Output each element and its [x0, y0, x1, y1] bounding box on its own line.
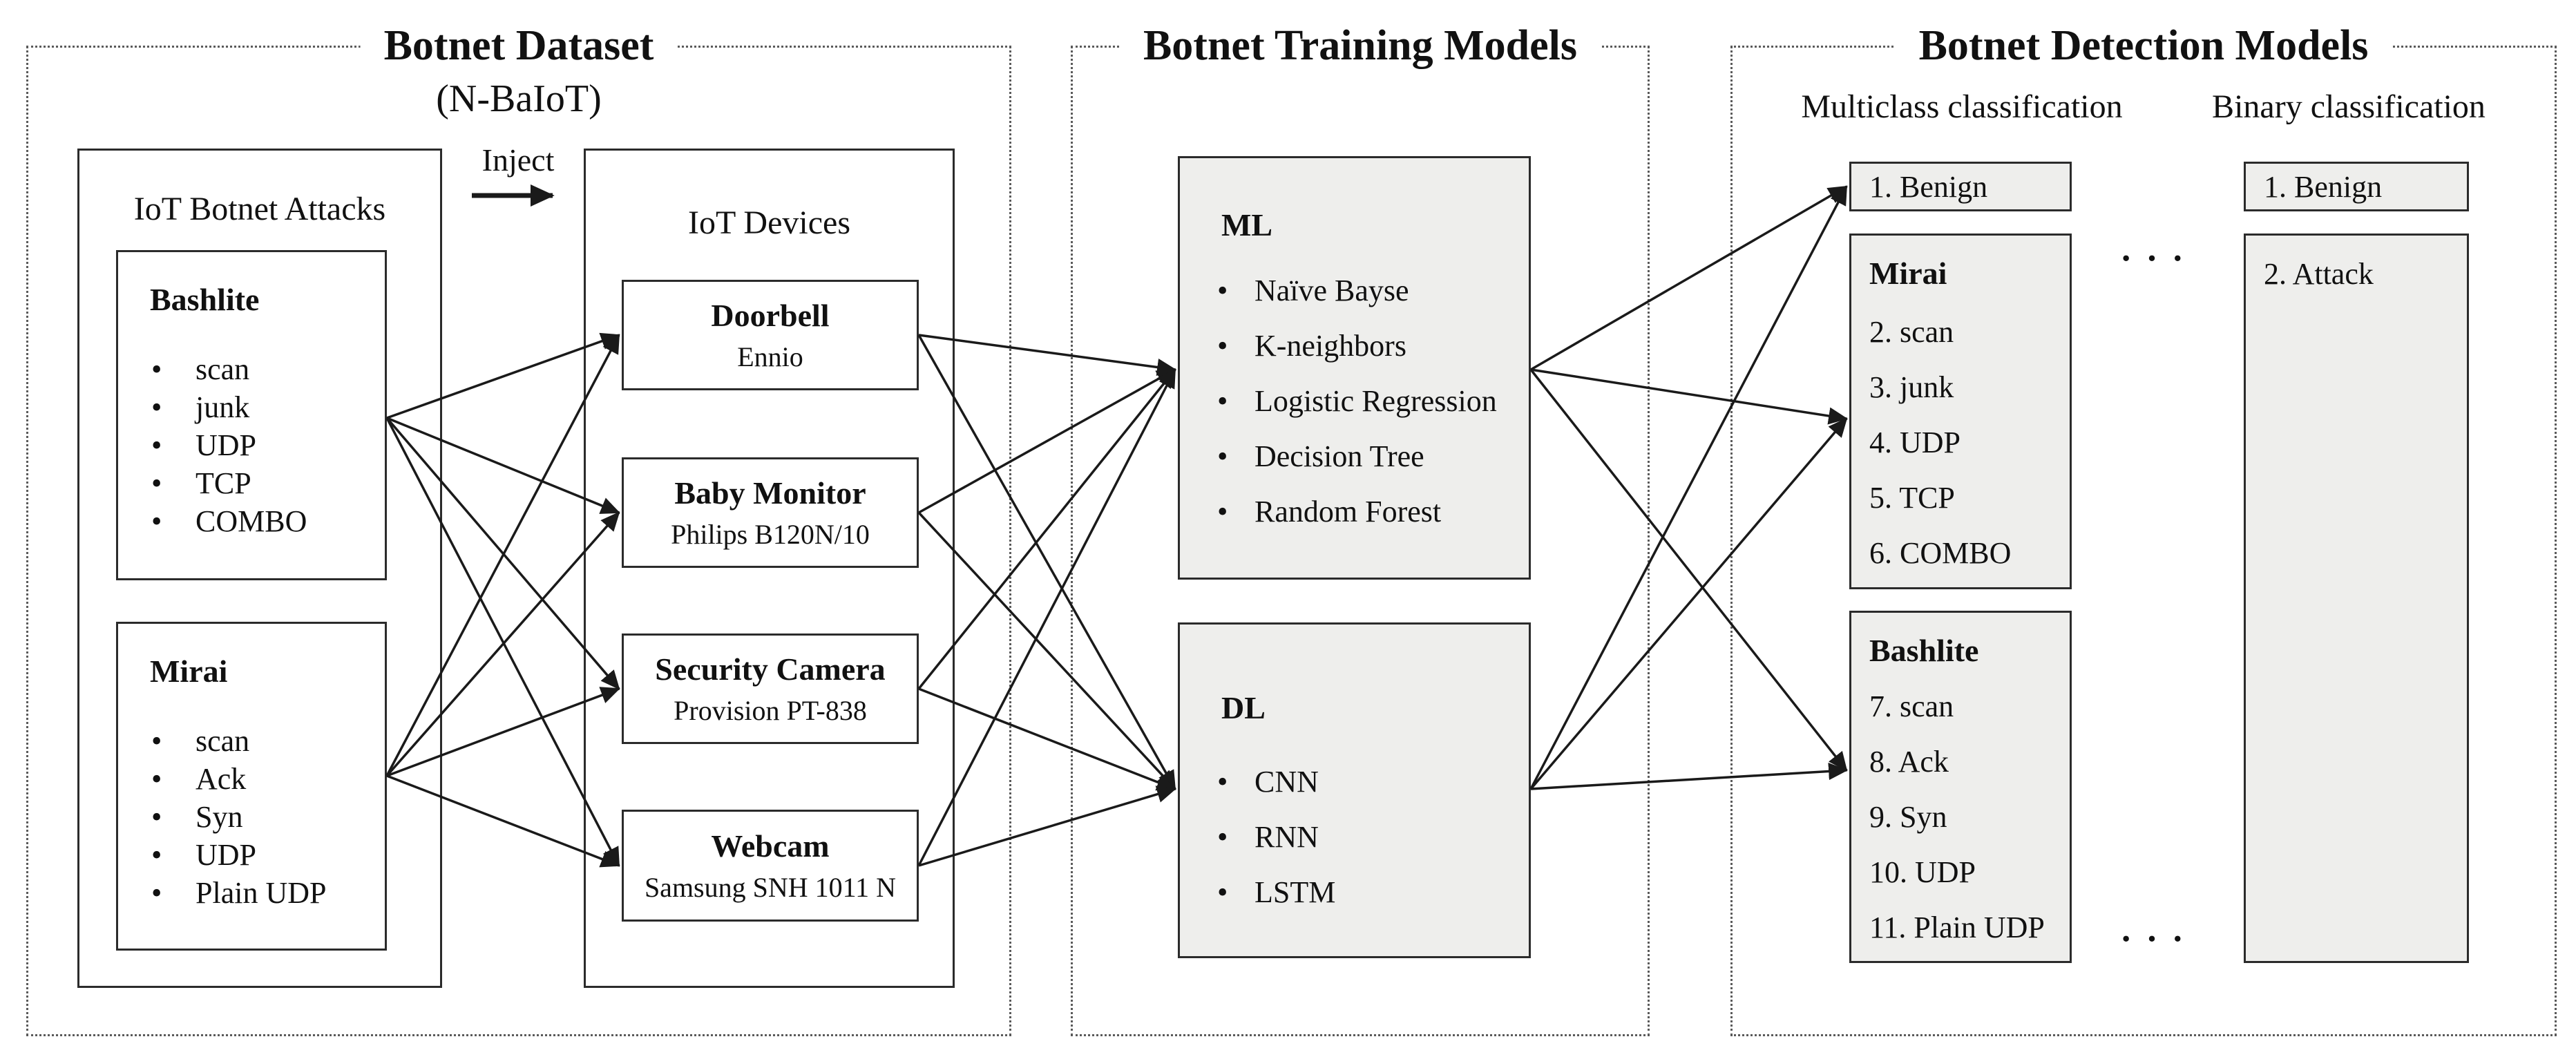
ml-box: ML Naïve Bayse K-neighbors Logistic Regr… — [1178, 156, 1531, 580]
ml-list: Naïve Bayse K-neighbors Logistic Regress… — [1180, 263, 1529, 540]
device-model: Samsung SNH 1011 N — [644, 872, 897, 903]
device-box-baby-monitor: Baby Monitor Philips B120N/10 — [622, 457, 919, 568]
binary-benign-label: 1. Benign — [2264, 169, 2383, 204]
list-item: 6. COMBO — [1869, 536, 2012, 570]
iot-botnet-attacks-label: IoT Botnet Attacks — [133, 191, 386, 227]
ellipsis-top: ··· — [2119, 239, 2198, 278]
panel-subtitle-nbaiot: (N-BaIoT) — [436, 77, 602, 120]
list-item: TCP — [118, 464, 385, 502]
dl-list: CNN RNN LSTM — [1180, 754, 1529, 920]
list-item: 3. junk — [1869, 370, 1954, 404]
list-item: 4. UDP — [1869, 426, 1961, 459]
device-box-webcam: Webcam Samsung SNH 1011 N — [622, 810, 919, 922]
multiclass-mirai-title: Mirai — [1869, 256, 1947, 291]
device-model: Philips B120N/10 — [671, 519, 870, 550]
ellipsis-bottom: ··· — [2119, 920, 2198, 959]
multiclass-mirai-box: Mirai 2. scan 3. junk 4. UDP 5. TCP 6. C… — [1849, 234, 2072, 589]
mirai-attack-box: Mirai scan Ack Syn UDP Plain UDP — [116, 622, 387, 951]
list-item: 10. UDP — [1869, 855, 1976, 889]
list-item: 2. scan — [1869, 315, 1954, 349]
list-item: scan — [118, 350, 385, 388]
bashlite-attack-title: Bashlite — [150, 282, 260, 317]
inject-label: Inject — [481, 142, 555, 178]
list-item: 9. Syn — [1869, 800, 1947, 834]
multiclass-bashlite-box: Bashlite 7. scan 8. Ack 9. Syn 10. UDP 1… — [1849, 611, 2072, 963]
multiclass-bashlite-title: Bashlite — [1869, 633, 1979, 668]
bashlite-attack-box: Bashlite scan junk UDP TCP COMBO — [116, 250, 387, 580]
binary-benign-box: 1. Benign — [2244, 162, 2469, 211]
list-item: COMBO — [118, 502, 385, 540]
panel-botnet-dataset: Botnet Dataset (N-BaIoT) — [26, 16, 1011, 1036]
list-item: Plain UDP — [118, 874, 385, 912]
dl-box: DL CNN RNN LSTM — [1178, 622, 1531, 958]
panel-title-botnet-detection-models: Botnet Detection Models — [1895, 16, 2392, 75]
device-model: Ennio — [737, 341, 803, 372]
panel-title-botnet-training-models: Botnet Training Models — [1119, 16, 1601, 75]
dl-title: DL — [1221, 690, 1266, 725]
multiclass-benign-label: 1. Benign — [1869, 169, 1988, 204]
list-item: scan — [118, 722, 385, 760]
device-model: Provision PT-838 — [674, 695, 867, 726]
multiclass-benign-box: 1. Benign — [1849, 162, 2072, 211]
iot-devices-label: IoT Devices — [687, 204, 851, 241]
binary-classification-header: Binary classification — [2212, 88, 2486, 125]
list-item: 8. Ack — [1869, 745, 1949, 779]
device-box-security-camera: Security Camera Provision PT-838 — [622, 633, 919, 744]
list-item: Random Forest — [1180, 484, 1529, 540]
list-item: junk — [118, 388, 385, 426]
device-name: Doorbell — [711, 298, 830, 333]
list-item: K-neighbors — [1180, 318, 1529, 374]
list-item: CNN — [1180, 754, 1529, 810]
ml-title: ML — [1221, 207, 1273, 242]
device-name: Security Camera — [655, 651, 886, 687]
list-item: Decision Tree — [1180, 429, 1529, 484]
list-item: 5. TCP — [1869, 481, 1955, 515]
multiclass-classification-header: Multiclass classification — [1801, 88, 2123, 125]
binary-attack-box: 2. Attack — [2244, 234, 2469, 963]
device-name: Webcam — [711, 828, 830, 864]
list-item: Syn — [118, 798, 385, 836]
binary-attack-label: 2. Attack — [2264, 257, 2374, 291]
panel-title-botnet-dataset: Botnet Dataset — [360, 16, 678, 75]
device-name: Baby Monitor — [674, 475, 866, 511]
list-item: 7. scan — [1869, 689, 1954, 723]
list-item: Logistic Regression — [1180, 374, 1529, 429]
device-box-doorbell: Doorbell Ennio — [622, 280, 919, 390]
list-item: UDP — [118, 836, 385, 874]
bashlite-attack-list: scan junk UDP TCP COMBO — [118, 350, 385, 540]
list-item: Ack — [118, 760, 385, 798]
list-item: UDP — [118, 426, 385, 464]
multiclass-mirai-list: 2. scan 3. junk 4. UDP 5. TCP 6. COMBO — [1851, 305, 2070, 581]
list-item: 11. Plain UDP — [1869, 911, 2045, 944]
list-item: LSTM — [1180, 865, 1529, 920]
mirai-attack-list: scan Ack Syn UDP Plain UDP — [118, 722, 385, 912]
list-item: Naïve Bayse — [1180, 263, 1529, 318]
multiclass-bashlite-list: 7. scan 8. Ack 9. Syn 10. UDP 11. Plain … — [1851, 679, 2070, 955]
mirai-attack-title: Mirai — [150, 654, 228, 689]
list-item: RNN — [1180, 810, 1529, 865]
